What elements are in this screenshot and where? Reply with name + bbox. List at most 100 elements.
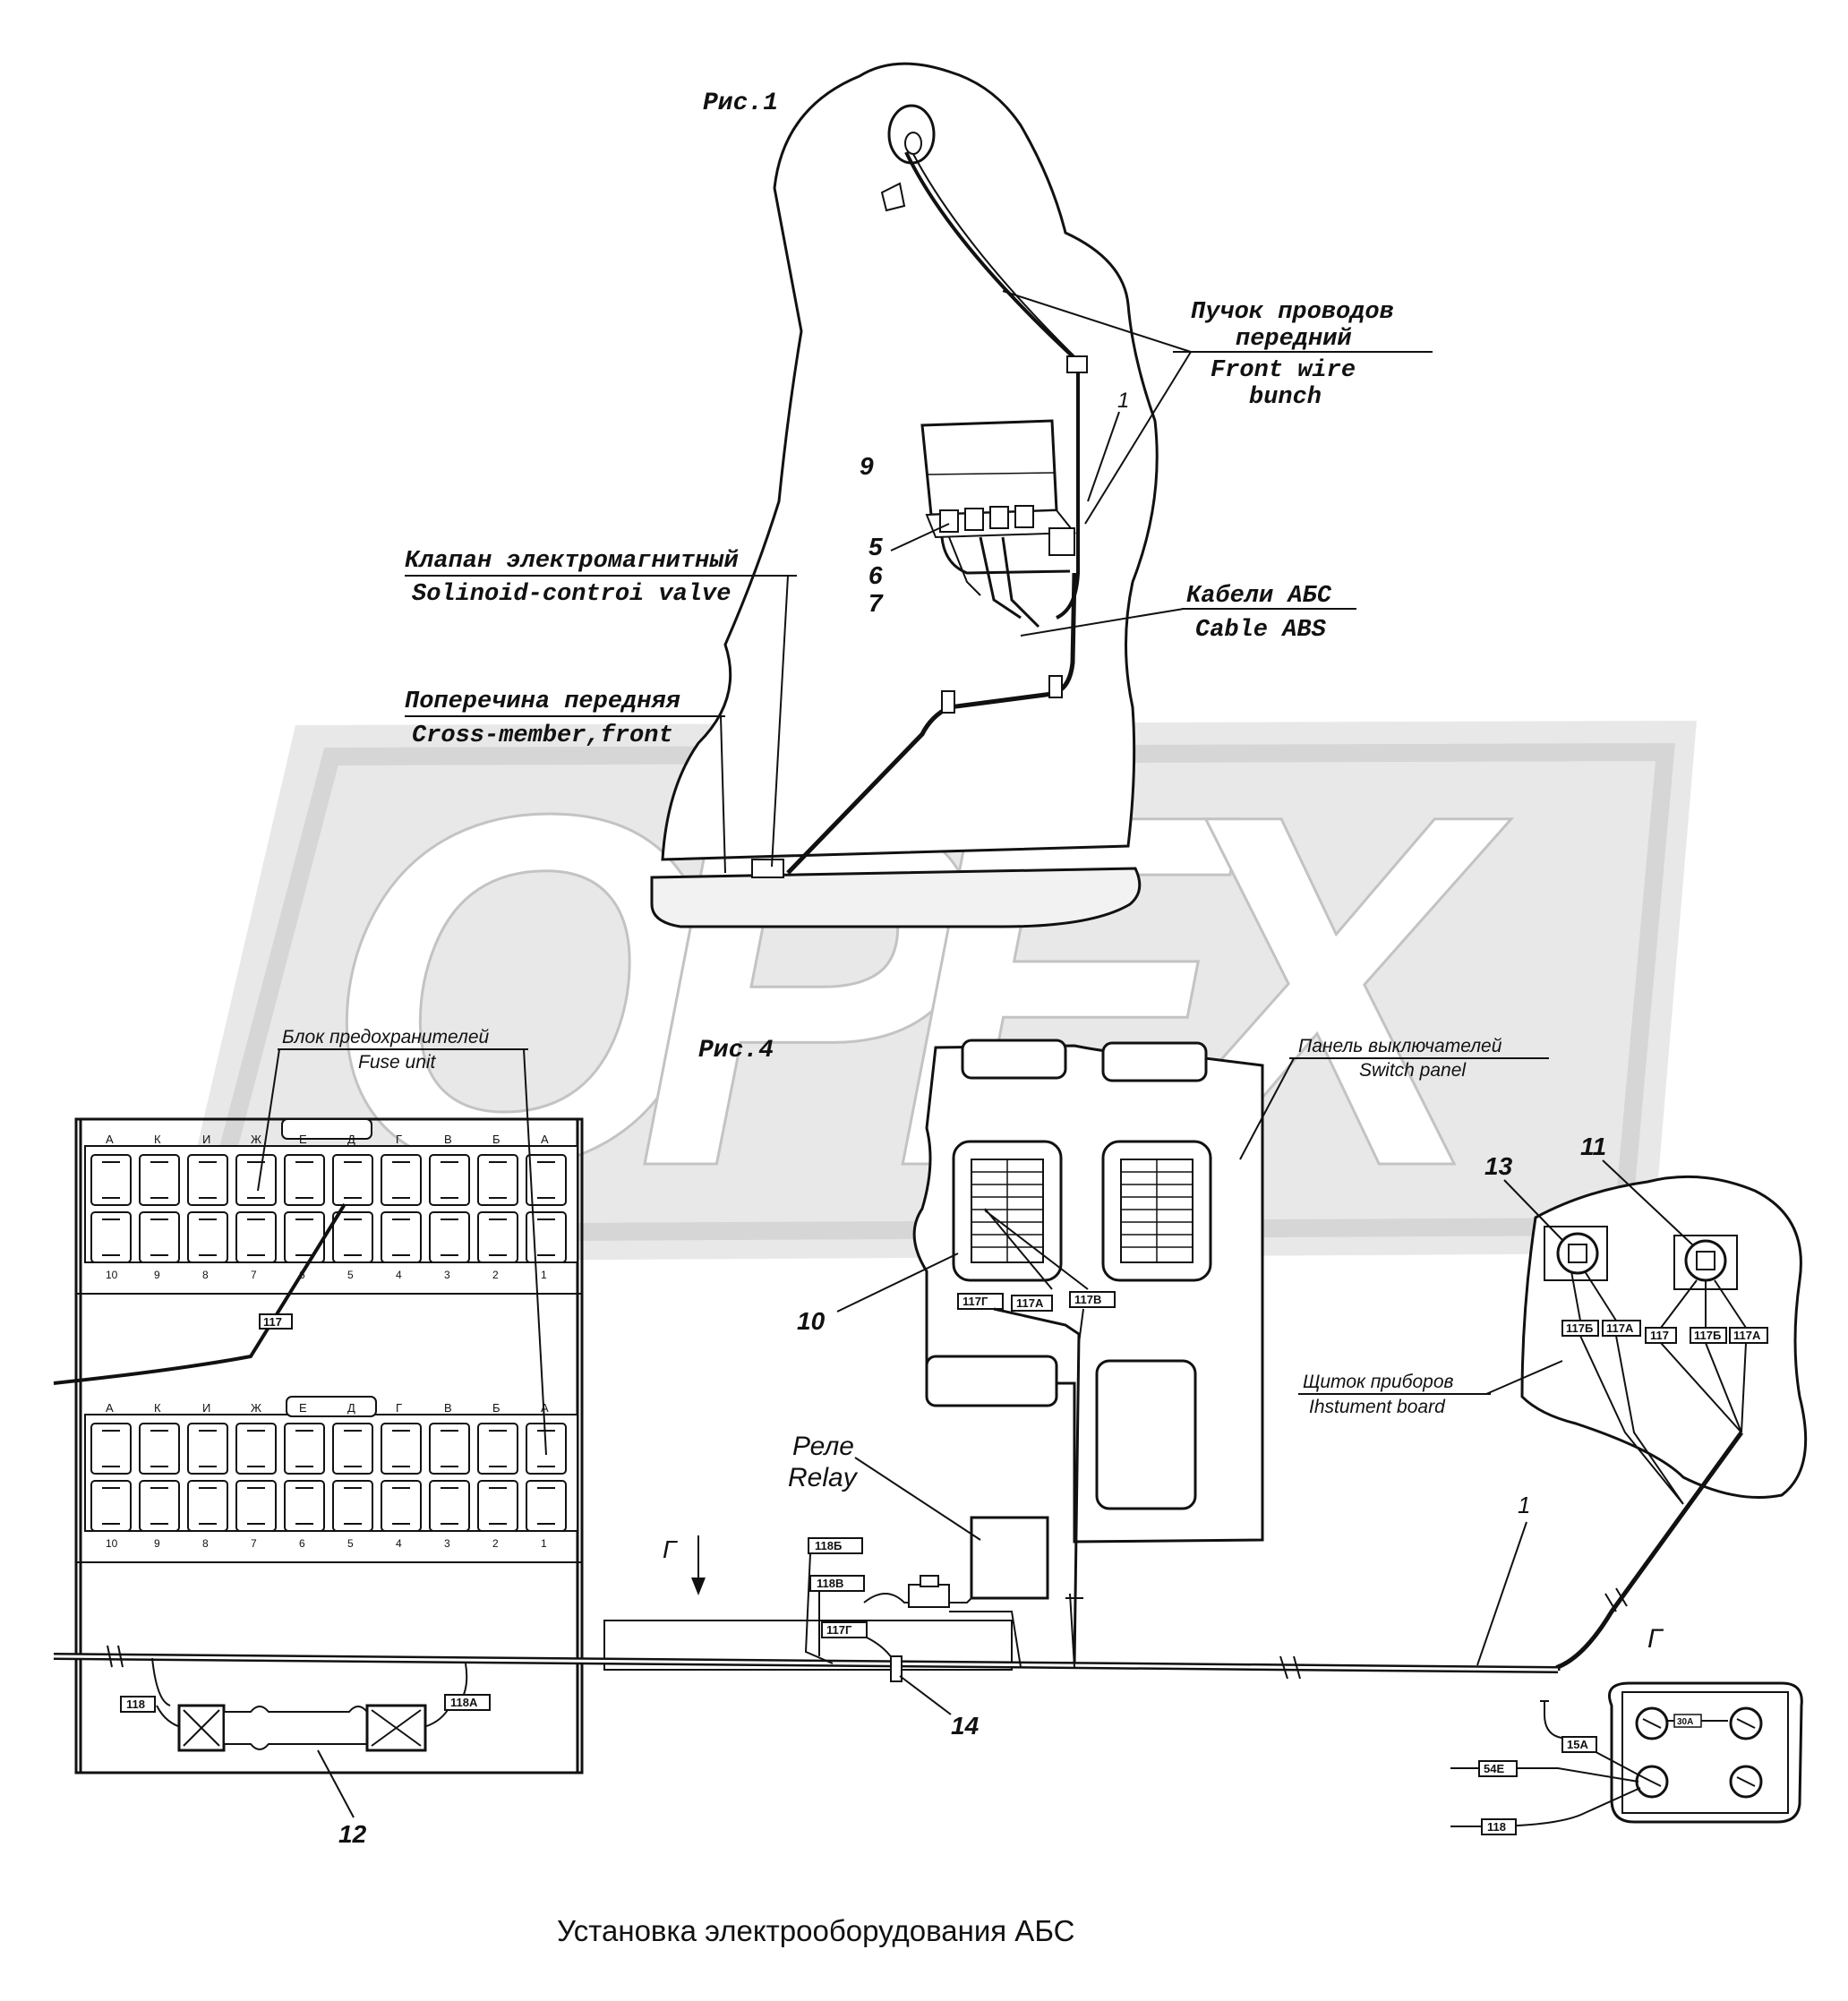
fuse-label: 9 [154,1537,160,1550]
diagram-caption: Установка электрооборудования АБС [557,1914,1074,1947]
tag-117a: 117А [1016,1296,1044,1310]
fuse-slot [139,1480,180,1532]
fuse-slot [187,1423,228,1475]
cross-member-shape [650,867,1142,928]
fuse-slot [429,1480,470,1532]
fuse-label: 10 [106,1537,118,1550]
fuse-label: Е [299,1401,307,1415]
fuse-slot [139,1154,180,1206]
svg-text:bunch: bunch [1249,384,1322,411]
cross-member-label: Поперечина передняя Cross-member,front [405,688,726,874]
fuse-slot [477,1480,518,1532]
fuse-label: А [541,1401,549,1415]
fuse-label: 2 [492,1537,499,1550]
fuse-label: Ж [251,1401,261,1415]
tag-117g2: 117Г [826,1623,852,1637]
svg-text:передний: передний [1236,326,1352,353]
fuse-label: Е [299,1133,307,1146]
view-g-terminal-block: Г 30А 15А 54Е [1450,1624,1803,1835]
fuse-slot [381,1423,422,1475]
fuse-slot [381,1480,422,1532]
abs-connector-12: 118 118А 12 [120,1657,491,1848]
fuse-label: 2 [492,1269,499,1281]
fuse-slot [429,1154,470,1206]
fuse-slot [477,1211,518,1263]
fuse-slot [284,1154,325,1206]
svg-text:Front wire: Front wire [1211,357,1356,384]
view-g-label: Г [1647,1624,1664,1654]
fuse-label: Б [492,1133,500,1146]
fuse-label: К [154,1133,161,1146]
tag-118-terminal: 118 [1487,1820,1506,1834]
fuse-slot [526,1211,567,1263]
tag-117c: 117 [1650,1329,1669,1342]
fuse-slot [526,1480,567,1532]
fuse-label: 5 [347,1269,354,1281]
fig4-label: Рис.4 [698,1037,774,1065]
fuse-slot [235,1154,277,1206]
callout-14: 14 [951,1712,980,1740]
svg-text:Поперечина передняя: Поперечина передняя [405,688,680,715]
fuse-unit-en: Fuse unit [358,1052,437,1073]
fig1-label: Рис.1 [703,90,778,117]
fuse-label: 5 [347,1537,354,1550]
fuse-slot [332,1480,373,1532]
tag-117b2: 117Б [1694,1329,1721,1342]
fuse-slot [235,1480,277,1532]
fuse-label: 3 [444,1269,450,1281]
fuse-slot [526,1154,567,1206]
fuse-label: Б [492,1401,500,1415]
callout-5: 5 [868,533,883,560]
fuse-label: А [541,1133,549,1146]
fig1-outline [661,62,1159,861]
fuse-label: 7 [251,1269,257,1281]
fuse-slot [90,1154,132,1206]
instrument-board: 117Б 117А 117 117Б 117А Щиток приборов I… [1298,1133,1808,1671]
fuse-label: Д [347,1133,355,1146]
tag-117g: 117Г [962,1295,988,1308]
tag-117v: 117В [1074,1293,1101,1306]
cable-abs-label: Кабели АБС Cable ABS [1020,583,1356,644]
fuse-label: Г [396,1133,402,1146]
fuse-label: 1 [541,1537,547,1550]
tag-117-fuse: 117 [263,1315,282,1329]
svg-text:Пучок проводов: Пучок проводов [1191,299,1394,326]
tag-117a2: 117А [1606,1321,1634,1335]
fuse-slot [381,1154,422,1206]
relay-ru: Реле [792,1432,854,1461]
callout-9: 9 [860,452,874,480]
fuse-label: Г [396,1401,402,1415]
fuse-slot [332,1423,373,1475]
fuse-label: В [444,1401,452,1415]
fuse-slot [477,1423,518,1475]
fuse-slot [90,1480,132,1532]
main-harness: 118Б 118В 117Г 14 1 Г 118 [53,1492,1803,1848]
watermark: OPEX [170,709,1697,1272]
callout-11: 11 [1580,1133,1606,1160]
callout-1-bottom: 1 [1518,1492,1530,1518]
svg-text:Cable ABS: Cable ABS [1195,617,1327,644]
fuse-slot [90,1423,132,1475]
instrument-board-en: Ihstument board [1309,1397,1446,1417]
front-wire-bunch-label: Пучок проводов передний Front wire bunch [1002,290,1433,525]
fuse-label: Д [347,1401,355,1415]
fuse-label: 7 [251,1537,257,1550]
fuse-slot [332,1211,373,1263]
fuse-slot [139,1423,180,1475]
fuse-slot [235,1211,277,1263]
fuse-label: 9 [154,1269,160,1281]
fuse-label: 8 [202,1269,209,1281]
tag-117b: 117Б [1566,1321,1593,1335]
fuse-label: И [202,1133,210,1146]
fuse-label: 3 [444,1537,450,1550]
fuse-label: И [202,1401,210,1415]
fuse-label: 6 [299,1537,305,1550]
fuse-slot [187,1211,228,1263]
fuse-label: К [154,1401,161,1415]
